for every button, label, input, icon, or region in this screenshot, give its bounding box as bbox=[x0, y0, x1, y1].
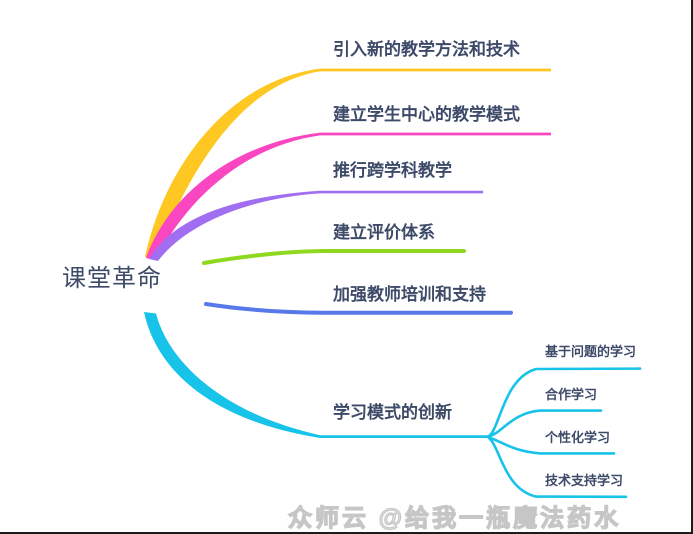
subtopic-node-3[interactable]: 个性化学习 bbox=[545, 430, 611, 445]
branch-line-sub-4 bbox=[487, 436, 628, 499]
subtopic-node-2[interactable]: 合作学习 bbox=[545, 387, 598, 402]
branch-line-sub-3 bbox=[487, 436, 616, 455]
subtopic-node-4[interactable]: 技术支持学习 bbox=[545, 473, 624, 488]
topic-node-5[interactable]: 加强教师培训和支持 bbox=[333, 285, 486, 304]
topic-node-4[interactable]: 建立评价体系 bbox=[333, 223, 435, 242]
watermark-text: 众师云 @给我一瓶魔法药水 bbox=[287, 504, 622, 532]
branch-line-topic-6 bbox=[144, 312, 488, 438]
topic-node-6[interactable]: 学习模式的创新 bbox=[333, 403, 452, 422]
topic-node-3[interactable]: 推行跨学科教学 bbox=[333, 161, 452, 180]
topic-node-2[interactable]: 建立学生中心的教学模式 bbox=[333, 105, 520, 124]
branch-line-sub-2 bbox=[487, 409, 603, 438]
topic-node-1[interactable]: 引入新的教学方法和技术 bbox=[333, 40, 520, 59]
branch-line-topic-4 bbox=[202, 249, 466, 265]
branch-line-topic-5 bbox=[204, 302, 513, 315]
branch-line-topic-3 bbox=[149, 190, 483, 261]
subtopic-node-1[interactable]: 基于问题的学习 bbox=[545, 344, 637, 359]
branch-line-sub-1 bbox=[487, 367, 642, 438]
root-node-label[interactable]: 课堂革命 bbox=[62, 265, 162, 292]
